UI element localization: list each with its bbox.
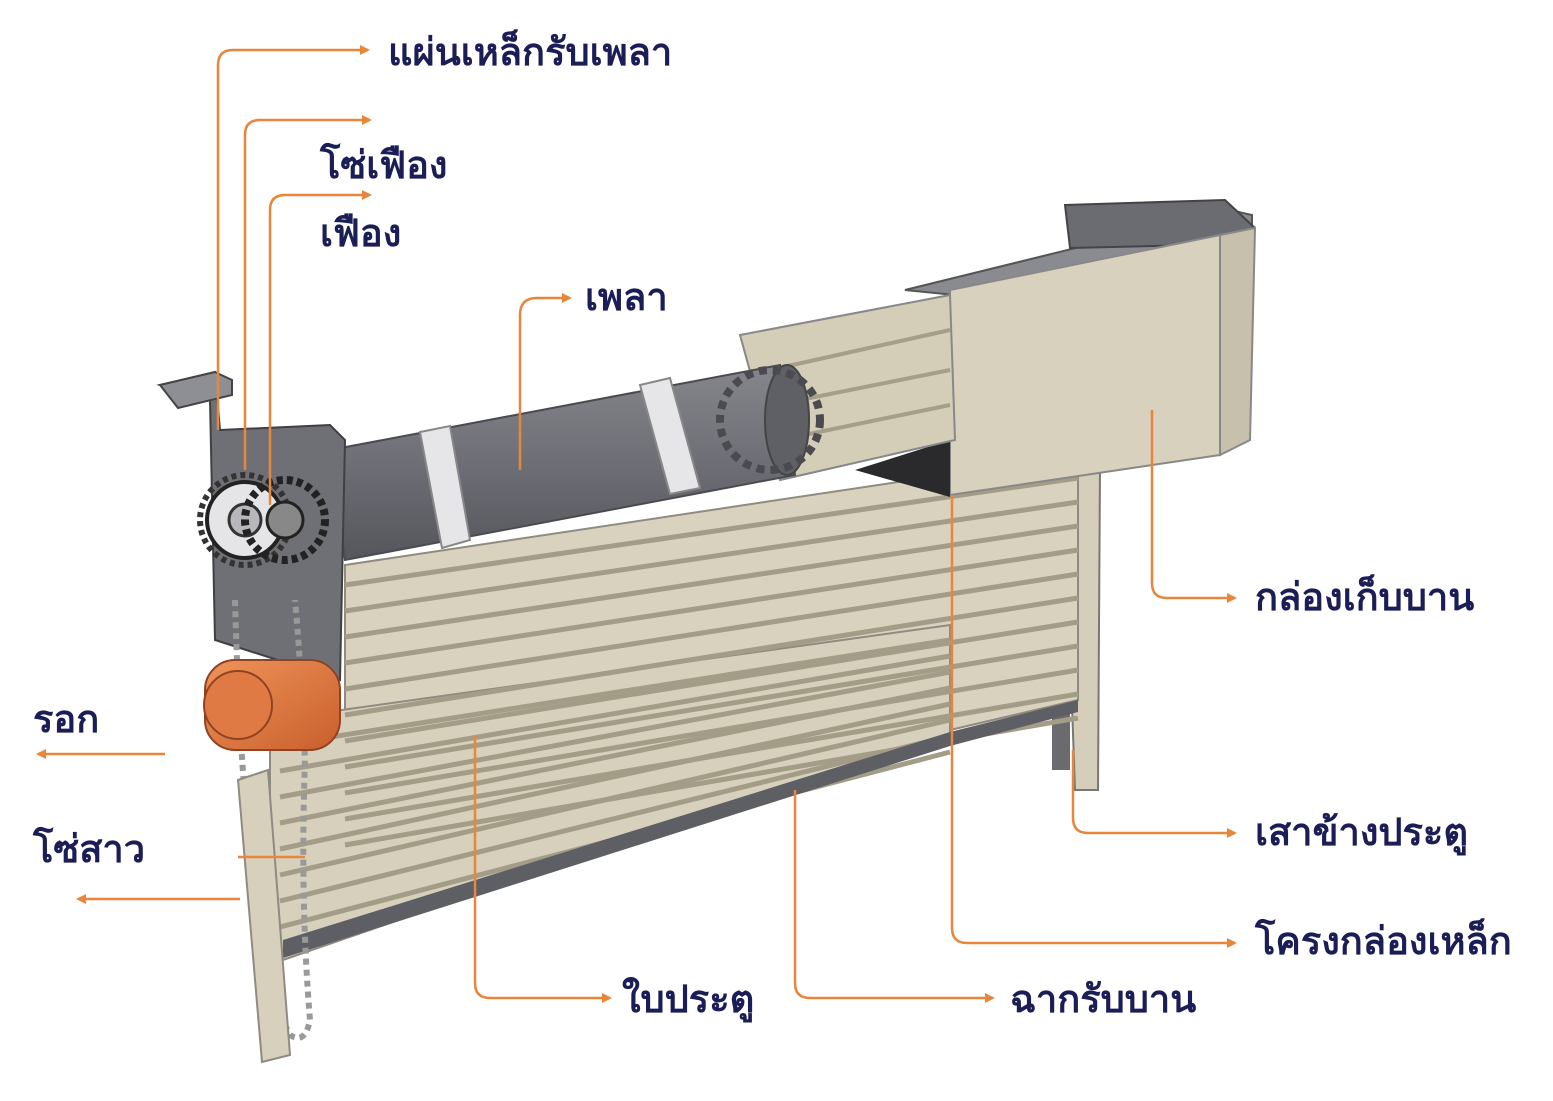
- leader-shaft-plate: [216, 45, 370, 430]
- label-door-panel: ใบประตู: [622, 977, 755, 1021]
- leader-sprocket: [268, 190, 372, 505]
- door-slat: [279, 685, 951, 826]
- label-box-frame: โครงกล่องเหล็ก: [1255, 919, 1512, 963]
- leader-shaft: [518, 293, 572, 470]
- label-side-post: เสาข้างประตู: [1255, 810, 1469, 854]
- label-shaft: เพลา: [585, 275, 668, 319]
- shaft: [328, 363, 824, 562]
- label-hand-chain: โซ่สาว: [33, 827, 146, 871]
- door-slat: [279, 733, 951, 904]
- door-slat: [344, 475, 1079, 588]
- door-slat: [344, 667, 1079, 796]
- leader-bottom-rail: [793, 790, 995, 1003]
- leader-door-panel: [473, 735, 612, 1003]
- label-pulley: รอก: [33, 697, 100, 741]
- label-box: กล่องเก็บบาน: [1255, 575, 1475, 619]
- door-slats: [279, 475, 1079, 930]
- sprocket-gear: [197, 472, 329, 568]
- left-post: [236, 768, 292, 1064]
- label-bottom-rail: ฉากรับบาน: [1010, 977, 1197, 1021]
- door-slat: [344, 571, 1079, 692]
- door-slat: [344, 499, 1079, 614]
- leader-sprocket-chain: [243, 115, 372, 470]
- door-slat: [344, 643, 1079, 770]
- bottom-rail: [283, 700, 1078, 958]
- door-slat: [344, 547, 1079, 666]
- door-slat: [344, 619, 1079, 744]
- door-slat: [344, 595, 1079, 718]
- label-shaft-plate: แผ่นเหล็กรับเพลา: [388, 30, 673, 74]
- door-slat: [279, 669, 951, 800]
- door-slat: [279, 701, 951, 852]
- door-slat: [279, 637, 951, 748]
- door-slat: [279, 653, 951, 774]
- leader-box: [1150, 410, 1237, 603]
- label-sprocket: เฟือง: [320, 211, 402, 255]
- leader-side-post: [1071, 750, 1237, 838]
- door-slat: [344, 523, 1079, 640]
- pulley: [203, 659, 341, 751]
- label-sprocket-chain: โซ่เฟือง: [320, 143, 448, 187]
- door-slat: [279, 717, 951, 878]
- leader-box-frame: [950, 495, 1237, 948]
- leader-lines: [36, 45, 1237, 1003]
